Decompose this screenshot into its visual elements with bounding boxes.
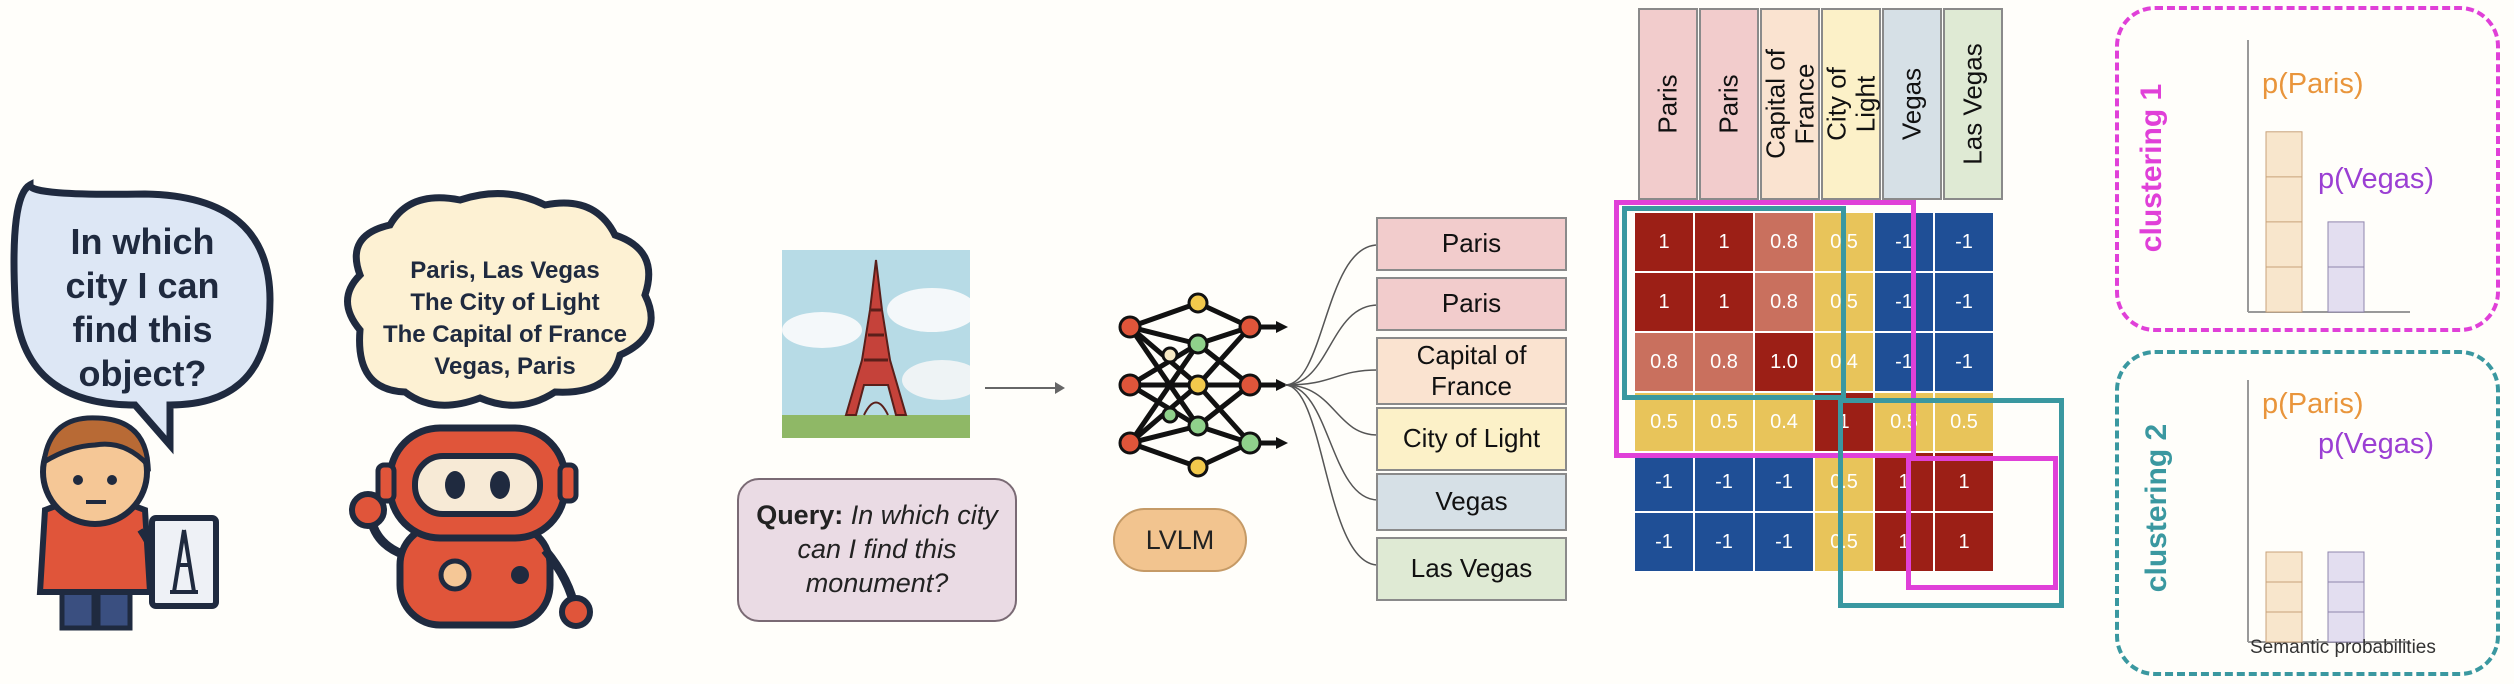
answer-box-paris: Paris <box>1376 217 1567 271</box>
clustering-2-panel <box>2115 350 2500 676</box>
user-illustration <box>10 179 274 631</box>
teal-cluster-outline-top <box>1622 206 1846 400</box>
matrix-cell: 1 <box>1694 212 1754 272</box>
robot-answer-line: The Capital of France <box>382 321 628 348</box>
answer-connectors <box>1285 244 1379 566</box>
matrix-cell: 0.8 <box>1634 332 1694 392</box>
matrix-column-label: Paris <box>1713 74 1744 134</box>
matrix-column-label: Paris <box>1652 74 1683 134</box>
matrix-cell: -1 <box>1874 332 1934 392</box>
matrix-cell: 1 <box>1934 452 1994 512</box>
user-question: In which city I can find this object? <box>65 221 220 394</box>
clustering-1-panel <box>2115 6 2500 332</box>
matrix-column-label: Capital of France <box>1760 49 1819 159</box>
matrix-cell: -1 <box>1934 332 1994 392</box>
matrix-column-header: City of Light <box>1821 8 1881 200</box>
neural-network-icon <box>1118 292 1288 478</box>
matrix-column-header: Vegas <box>1882 8 1942 200</box>
arrow-icon <box>985 382 1065 394</box>
matrix-cell: 1 <box>1634 272 1694 332</box>
matrix-cell: -1 <box>1874 272 1934 332</box>
matrix-cell: 1.0 <box>1754 332 1814 392</box>
magenta-cluster-outline-bottom <box>1906 456 2058 590</box>
robot-answer-line: The City of Light <box>410 289 600 316</box>
clustering-1-bar-chart <box>2247 40 2410 313</box>
query-box: Query: In which city can I find this mon… <box>737 478 1017 622</box>
robot-answers: Paris, Las Vegas The City of Light The C… <box>360 255 650 383</box>
p-vegas-label: p(Vegas) <box>2318 428 2435 460</box>
matrix-cell: -1 <box>1634 512 1694 572</box>
matrix-cell: -1 <box>1754 512 1814 572</box>
answer-box-paris: Paris <box>1376 277 1567 331</box>
clustering-2-label: clustering 2 <box>2140 423 2173 593</box>
p-paris-label: p(Paris) <box>2262 68 2364 100</box>
matrix-column-header: Paris <box>1699 8 1759 200</box>
magenta-cluster-outline <box>1614 200 1916 458</box>
robot-answer-line: Vegas, Paris <box>434 353 576 380</box>
matrix-cell: 1 <box>1934 512 1994 572</box>
matrix-cell: -1 <box>1694 452 1754 512</box>
matrix-cell: 1 <box>1694 272 1754 332</box>
clustering-1-label: clustering 1 <box>2135 83 2168 253</box>
matrix-cell: 0.8 <box>1754 272 1814 332</box>
lvlm-label: LVLM <box>1113 508 1247 572</box>
matrix-cell: -1 <box>1634 452 1694 512</box>
matrix-cell: -1 <box>1694 512 1754 572</box>
p-paris-bar <box>2265 551 2303 643</box>
answer-box-vegas: Vegas <box>1376 473 1567 531</box>
p-vegas-label: p(Vegas) <box>2318 163 2435 195</box>
teal-cluster-outline-bottom <box>1838 398 2064 608</box>
matrix-cell: -1 <box>1934 272 1994 332</box>
eiffel-tower-image <box>782 250 970 438</box>
matrix-column-header: Capital of France <box>1760 8 1820 200</box>
matrix-cell: 0.8 <box>1754 212 1814 272</box>
matrix-cell: -1 <box>1874 212 1934 272</box>
clustering-2-bar-chart <box>2247 380 2410 643</box>
matrix-cell: 0.5 <box>1814 512 1874 572</box>
axis-caption: Semantic probabilities <box>2250 637 2436 658</box>
matrix-column-label: City of Light <box>1821 67 1880 141</box>
matrix-cell: 0.5 <box>1814 452 1874 512</box>
matrix-column-header: Las Vegas <box>1943 8 2003 200</box>
matrix-column-header: Paris <box>1638 8 1698 200</box>
matrix-column-label: Vegas <box>1896 67 1927 141</box>
p-paris-label: p(Paris) <box>2262 388 2364 420</box>
query-text: In which city can I find this monument? <box>797 500 998 598</box>
matrix-cell: 0.5 <box>1694 392 1754 452</box>
matrix-cell: -1 <box>1934 212 1994 272</box>
matrix-cell: 1 <box>1634 212 1694 272</box>
matrix-cell: 0.4 <box>1754 392 1814 452</box>
matrix-cell: 0.5 <box>1634 392 1694 452</box>
p-vegas-bar <box>2327 551 2365 643</box>
matrix-cell: 1 <box>1874 452 1934 512</box>
answer-box-city-of-light: City of Light <box>1376 407 1567 471</box>
robot-illustration <box>344 190 655 629</box>
answer-box-las-vegas: Las Vegas <box>1376 537 1567 601</box>
query-label: Query: <box>756 500 844 531</box>
matrix-cell: 1 <box>1874 512 1934 572</box>
matrix-column-label: Las Vegas <box>1957 43 1988 165</box>
robot-answer-line: Paris, Las Vegas <box>410 257 600 284</box>
matrix-cell: -1 <box>1754 452 1814 512</box>
matrix-cell: 0.8 <box>1694 332 1754 392</box>
answer-box-capital-of-france: Capital of France <box>1376 337 1567 405</box>
